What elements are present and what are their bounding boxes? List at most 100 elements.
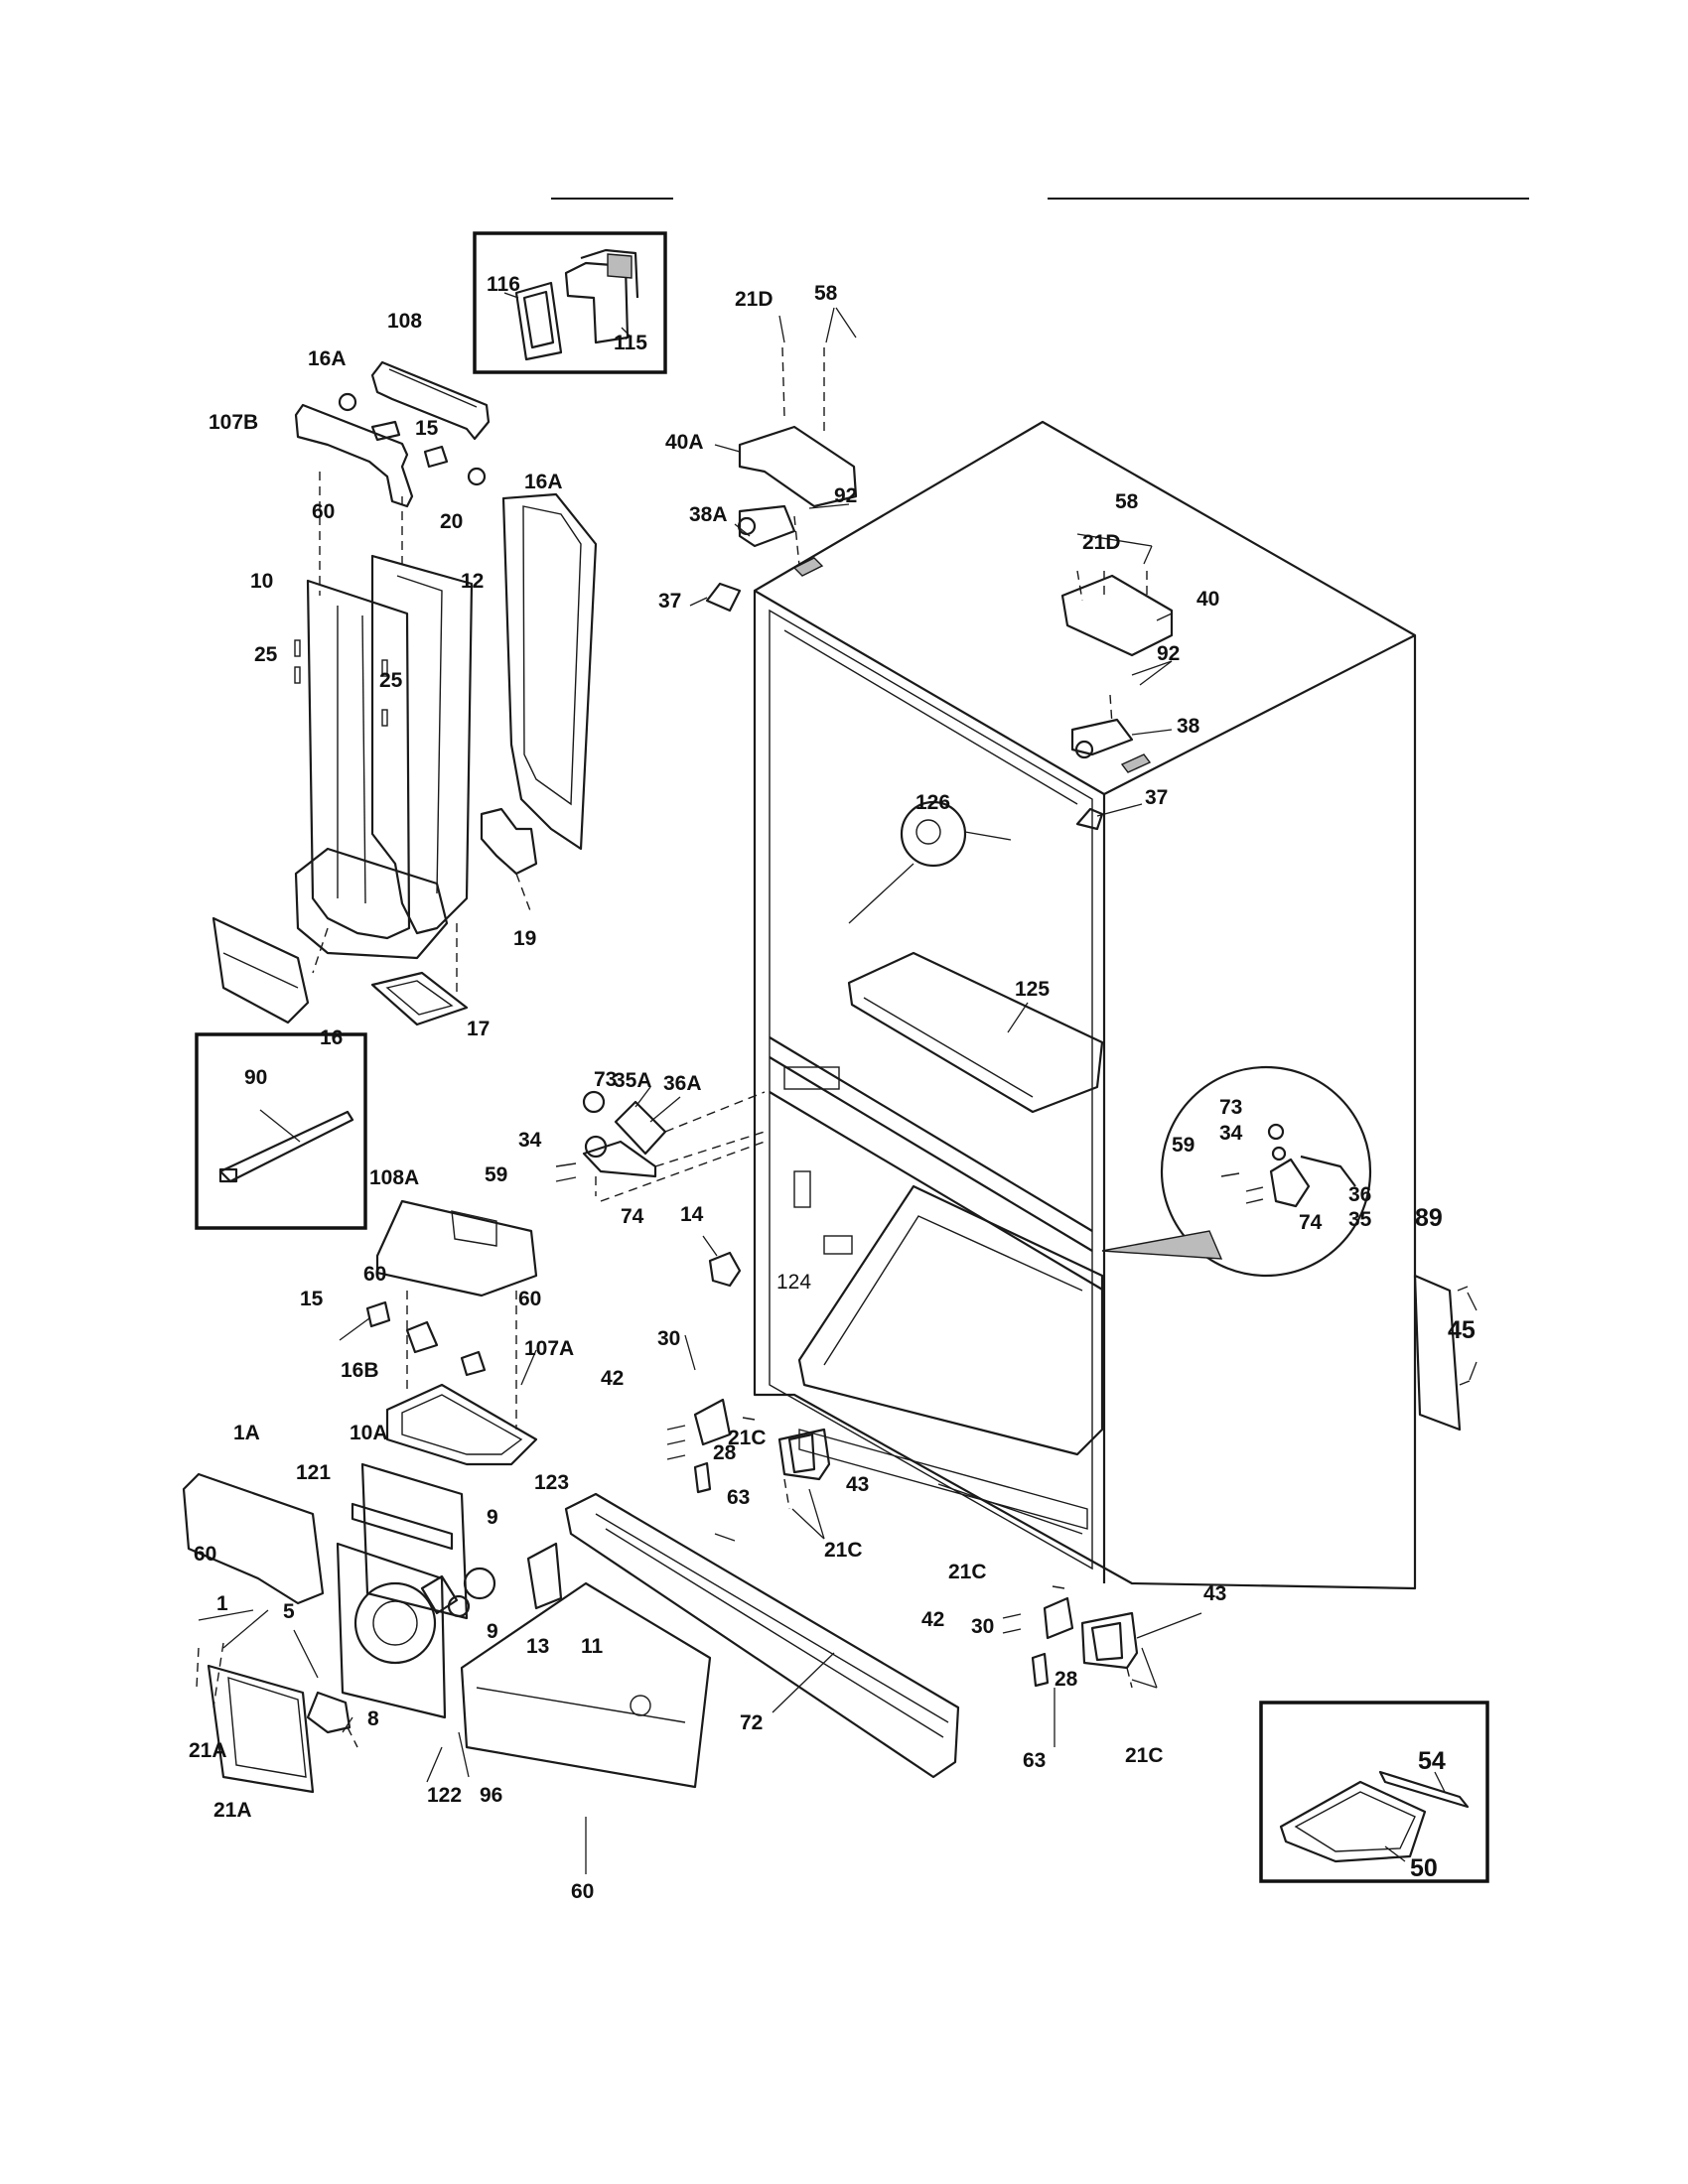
- label-1A: 1A: [233, 1422, 260, 1444]
- label-16A-top: 16A: [308, 347, 347, 370]
- label-8: 8: [367, 1707, 379, 1730]
- label-21C-c: 21C: [948, 1561, 987, 1583]
- label-73: 73: [594, 1068, 617, 1091]
- label-9-b: 9: [487, 1620, 498, 1643]
- label-42-left: 42: [601, 1367, 624, 1390]
- label-16A-right: 16A: [524, 471, 563, 493]
- clip-14: [702, 1235, 742, 1288]
- ice-chute-assembly: [211, 360, 598, 1026]
- label-40A: 40A: [665, 431, 704, 454]
- label-21C-a: 21C: [728, 1427, 767, 1449]
- label-58-right: 58: [1115, 490, 1139, 513]
- top-hinge-assemblies: [705, 346, 1174, 831]
- label-38: 38: [1177, 715, 1200, 738]
- label-72: 72: [740, 1711, 763, 1734]
- label-43-right: 43: [1203, 1582, 1226, 1605]
- label-60-a: 60: [363, 1263, 386, 1286]
- label-21C-d: 21C: [1125, 1744, 1164, 1767]
- label-108: 108: [387, 310, 422, 333]
- label-63-left: 63: [727, 1486, 750, 1509]
- label-12: 12: [461, 570, 484, 593]
- label-21A-b: 21A: [213, 1799, 252, 1822]
- label-60-top: 60: [312, 500, 335, 523]
- label-21D-top: 21D: [735, 288, 774, 311]
- label-25-left: 25: [254, 643, 278, 666]
- label-15-mid: 15: [300, 1288, 324, 1310]
- label-50: 50: [1410, 1854, 1438, 1882]
- label-54: 54: [1418, 1747, 1446, 1775]
- label-15-top: 15: [415, 417, 439, 440]
- label-122: 122: [427, 1784, 462, 1807]
- label-36A: 36A: [663, 1072, 702, 1095]
- label-5: 5: [283, 1600, 295, 1623]
- label-116: 116: [487, 273, 520, 296]
- label-59-detail: 59: [1172, 1134, 1195, 1157]
- label-108A: 108A: [369, 1166, 419, 1189]
- label-96: 96: [480, 1784, 502, 1807]
- label-20: 20: [440, 510, 463, 533]
- label-9-a: 9: [487, 1506, 498, 1529]
- label-92-right: 92: [1157, 642, 1180, 665]
- label-1: 1: [216, 1592, 228, 1615]
- label-11: 11: [581, 1635, 604, 1658]
- lower-left-hinge-leveler: [666, 1398, 831, 1510]
- label-13: 13: [526, 1635, 549, 1658]
- label-43-left: 43: [846, 1473, 869, 1496]
- label-35-detail: 35: [1348, 1208, 1372, 1231]
- label-107A: 107A: [524, 1337, 574, 1360]
- label-10: 10: [250, 570, 273, 593]
- label-37-left: 37: [658, 590, 681, 613]
- label-126: 126: [915, 791, 950, 814]
- label-28-right: 28: [1055, 1668, 1078, 1691]
- inset-box-wire-harness: [195, 1032, 367, 1230]
- label-14: 14: [680, 1203, 704, 1226]
- part-labels: 116 115 108 16A 107B 15 16A 60 20 12 10 …: [189, 273, 1476, 1903]
- label-115: 115: [614, 332, 647, 354]
- label-10A: 10A: [350, 1422, 388, 1444]
- refrigerator-cabinet: [753, 420, 1417, 1590]
- label-34-detail: 34: [1219, 1122, 1243, 1145]
- label-28-left: 28: [713, 1441, 737, 1464]
- label-60-left: 60: [194, 1543, 216, 1566]
- label-37-right: 37: [1145, 786, 1168, 809]
- label-21C-b: 21C: [824, 1539, 863, 1562]
- label-16: 16: [320, 1026, 343, 1049]
- label-123: 123: [534, 1471, 569, 1494]
- label-59: 59: [485, 1163, 507, 1186]
- label-42-right: 42: [921, 1608, 944, 1631]
- bottom-left-fan-assembly: [182, 1462, 712, 1794]
- label-60-b: 60: [518, 1288, 541, 1310]
- label-125: 125: [1015, 978, 1050, 1001]
- label-74-detail: 74: [1299, 1211, 1323, 1234]
- label-16B: 16B: [341, 1359, 379, 1382]
- label-30-right: 30: [971, 1615, 994, 1638]
- lower-dispenser-housing: [365, 1199, 538, 1466]
- label-74: 74: [621, 1205, 644, 1228]
- label-19: 19: [513, 927, 536, 950]
- label-89: 89: [1415, 1204, 1443, 1232]
- label-38A: 38A: [689, 503, 728, 526]
- label-35A: 35A: [614, 1069, 652, 1092]
- center-hinge-assembly: [555, 1086, 766, 1202]
- label-17: 17: [467, 1018, 490, 1040]
- inset-box-tray: [1259, 1701, 1489, 1883]
- label-30-left: 30: [657, 1327, 680, 1350]
- label-21A-a: 21A: [189, 1739, 227, 1762]
- label-60-bottom: 60: [571, 1880, 594, 1903]
- label-40: 40: [1196, 588, 1219, 611]
- label-21D-right: 21D: [1082, 531, 1121, 554]
- label-25-mid: 25: [379, 669, 403, 692]
- label-107B: 107B: [209, 411, 258, 434]
- leader-lines: [198, 307, 1202, 1874]
- label-45: 45: [1448, 1316, 1476, 1344]
- label-90: 90: [244, 1066, 267, 1089]
- label-92-top: 92: [834, 484, 857, 507]
- label-36-detail: 36: [1348, 1183, 1371, 1206]
- label-124: 124: [776, 1271, 811, 1294]
- inset-box-ice-dispenser-seal: [473, 231, 667, 374]
- kickplate-72: [564, 1492, 960, 1779]
- lower-right-hinge-leveler: [1002, 1585, 1139, 1689]
- label-121: 121: [296, 1461, 331, 1484]
- detail-circle-hinge: [1101, 1065, 1372, 1278]
